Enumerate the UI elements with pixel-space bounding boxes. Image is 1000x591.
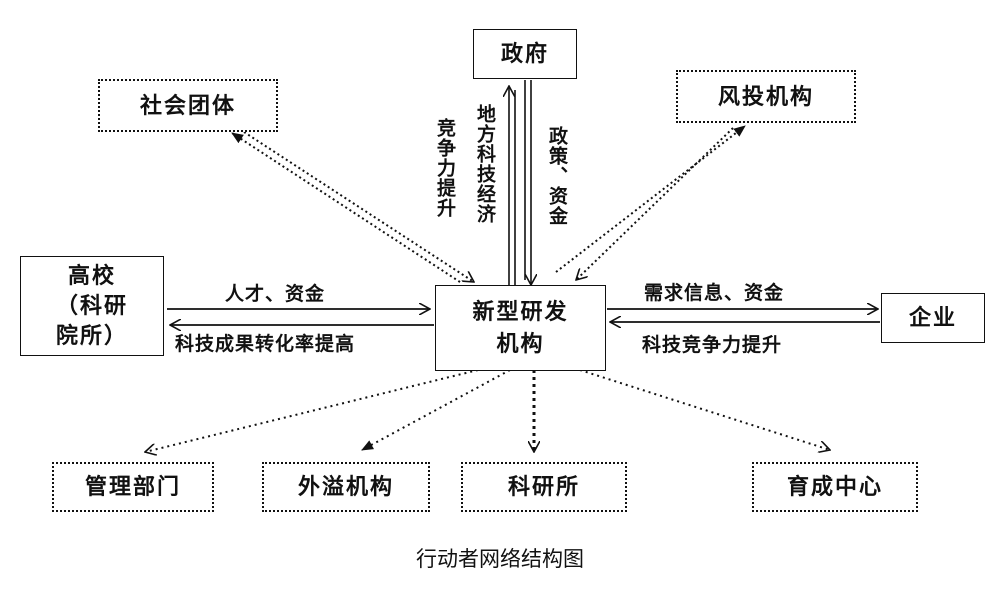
research-institutes-label: 科研所 [507,474,580,500]
edge-label-talent-funds: 人才、资金 [225,283,326,305]
universities-node: 高校 （科研 院所） [20,256,164,356]
arrow-vc-to-rd [576,127,734,280]
edge-label-tech-competitiveness: 科技竞争力提升 [642,334,783,356]
incubation-centers-node: 育成中心 [752,462,918,512]
universities-label: 高校 （科研 院所） [55,263,128,349]
venture-capital-node: 风投机构 [676,70,856,123]
research-institutes-node: 科研所 [461,462,627,512]
management-departments-label: 管理部门 [84,474,181,500]
spillover-institutions-node: 外溢机构 [262,462,430,512]
social-groups-label: 社会团体 [139,92,236,119]
social-groups-node: 社会团体 [98,79,278,132]
edge-label-policy-funds: 政策、资金 [546,126,568,226]
venture-capital-label: 风投机构 [717,83,814,110]
edge-label-competitiveness-up: 竞争力提升 [434,118,456,218]
edge-label-tech-conversion-rate: 科技成果转化率提高 [175,333,356,355]
new-rd-institution-label: 新型研发 机构 [472,299,569,357]
arrow-rd-to-spillover [361,369,511,451]
arrow-social-to-rd [243,131,474,282]
enterprises-node: 企业 [881,293,985,343]
government-node: 政府 [473,29,577,79]
new-rd-institution-node: 新型研发 机构 [435,285,606,371]
management-departments-node: 管理部门 [52,462,214,512]
arrow-rd-to-management [145,369,479,452]
enterprises-label: 企业 [908,305,957,331]
edge-label-local-sci-tech-economy: 地方科技经济 [474,104,496,224]
arrow-rd-to-vc [555,125,746,273]
spillover-institutions-label: 外溢机构 [297,474,394,500]
incubation-centers-label: 育成中心 [786,474,883,500]
government-label: 政府 [500,41,549,67]
diagram-caption: 行动者网络结构图 [416,547,584,571]
edge-label-demand-info-funds: 需求信息、资金 [644,282,785,304]
arrow-rd-to-social [231,132,461,283]
arrow-rd-to-incubation [579,369,830,450]
